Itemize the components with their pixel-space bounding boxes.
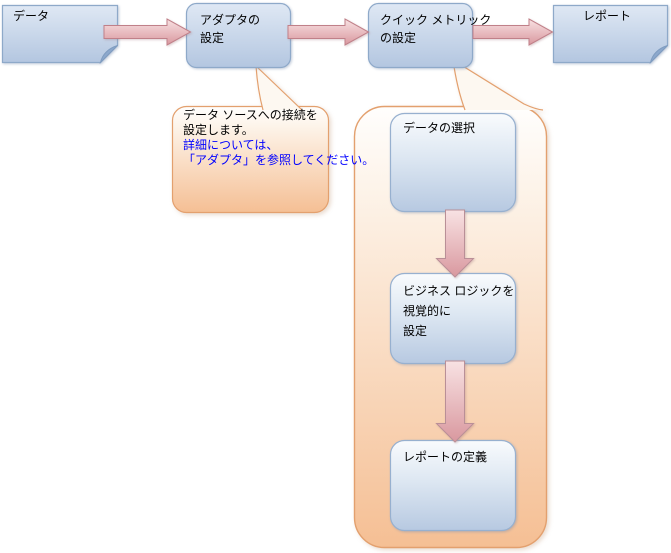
arrow-metric-to-report [472,18,554,46]
node-data-fold-corner [99,45,118,65]
arrow-adapter-to-metric [287,18,370,46]
step-define-report-label: レポートの定義 [403,450,488,464]
node-report-label: レポート [583,9,632,23]
node-report-fold-corner [649,45,668,65]
node-quick-metric-label: クイック メトリック の設定 [380,13,492,45]
adapter-callout-text: データ ソースへの接続を 設定します。 詳細については、 「アダプタ」を参照して… [183,108,374,168]
adapter-callout-line: 設定します。 [183,123,254,137]
arrow-data-to-adapter [103,18,192,46]
arrow-select-to-logic [435,209,475,278]
step-select-data-label: データの選択 [403,121,476,135]
node-adapter-label: アダプタの 設定 [200,13,261,45]
adapter-callout-bubble [171,105,330,214]
metric-callout-tail [452,59,544,111]
adapter-callout-link-line[interactable]: 詳細については、 [183,138,279,152]
node-data-label: データ [13,9,50,23]
arrow-logic-to-report [435,360,475,443]
adapter-callout-line: データ ソースへの接続を [183,108,318,122]
adapter-callout-tail [255,65,303,111]
adapter-callout-link-line[interactable]: 「アダプタ」を参照してください。 [183,153,375,167]
step-business-logic-label: ビジネス ロジックを 視覚的に 設定 [403,284,515,338]
